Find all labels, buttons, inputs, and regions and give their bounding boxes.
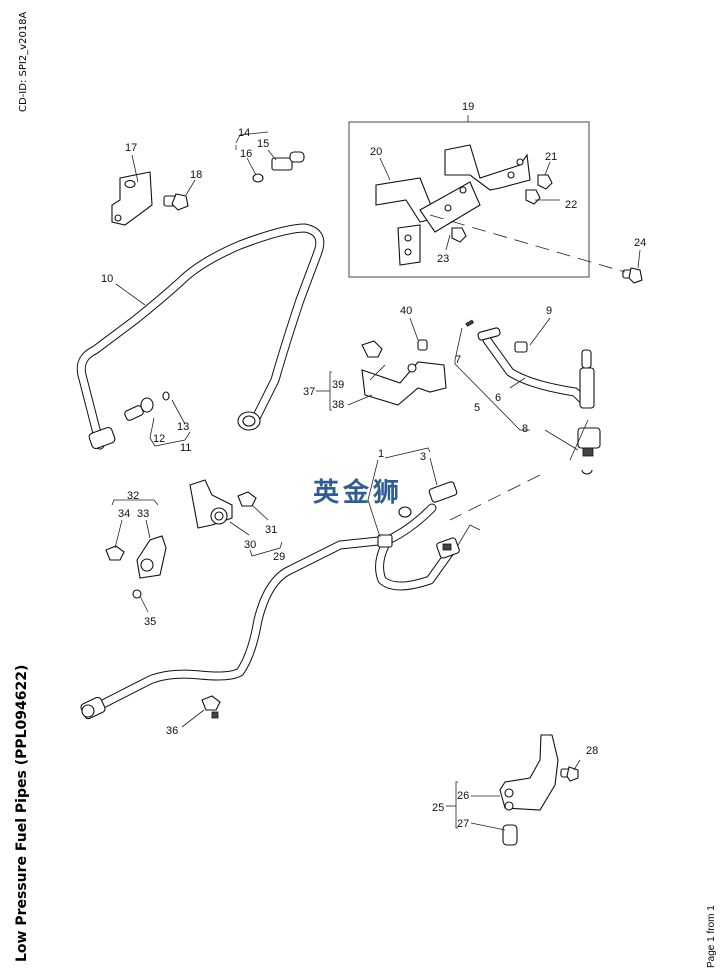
part-8-clip[interactable] [581, 469, 593, 475]
part-30-bracket[interactable] [189, 479, 233, 529]
callout-27: 27 [457, 818, 469, 830]
part-36-clip[interactable] [201, 695, 221, 719]
callout-labels: 19 20 21 22 23 24 17 18 14 15 16 10 12 1… [101, 101, 646, 830]
callout-37: 37 [303, 386, 315, 398]
callout-40: 40 [400, 305, 412, 317]
callout-19: 19 [462, 101, 474, 113]
callout-30: 30 [244, 539, 256, 551]
part-24-bolt[interactable] [622, 267, 643, 284]
part-1-fuel-pipe[interactable] [80, 481, 460, 720]
callout-34: 34 [118, 508, 130, 520]
callout-18: 18 [190, 169, 202, 181]
callout-32: 32 [127, 490, 139, 502]
part-26-bracket[interactable] [499, 734, 559, 811]
part-35-bolt[interactable] [132, 589, 142, 599]
leader-lines [111, 115, 641, 831]
part-13-clip[interactable] [162, 391, 170, 401]
part-6-pipe[interactable] [477, 327, 590, 407]
callout-6: 6 [495, 392, 501, 404]
callout-3: 3 [420, 451, 426, 463]
callout-28: 28 [586, 745, 598, 757]
part-19-kit-frame [348, 121, 590, 278]
part-15-connector[interactable] [271, 151, 305, 171]
callout-33: 33 [137, 508, 149, 520]
callout-5: 5 [474, 402, 480, 414]
callout-13: 13 [177, 421, 189, 433]
part-34-clip[interactable] [105, 545, 125, 561]
callout-7: 7 [455, 354, 461, 366]
part-9-bolt[interactable] [514, 341, 528, 353]
part-20-bracket-assembly[interactable] [375, 144, 531, 266]
part-33-bracket[interactable] [136, 535, 167, 579]
callout-22: 22 [565, 199, 577, 211]
callout-39: 39 [332, 379, 344, 391]
part-22-clip[interactable] [525, 189, 541, 205]
callout-1: 1 [378, 448, 384, 460]
callout-20: 20 [370, 146, 382, 158]
part-10-fuel-pipe[interactable] [76, 223, 325, 450]
callout-21: 21 [545, 151, 557, 163]
callout-23: 23 [437, 253, 449, 265]
callout-31: 31 [265, 524, 277, 536]
callout-16: 16 [240, 148, 252, 160]
part-39-clip[interactable] [361, 340, 383, 358]
callout-10: 10 [101, 273, 113, 285]
callout-29: 29 [273, 551, 285, 563]
watermark-logo: 英金狮 [313, 478, 404, 508]
part-12-connector[interactable] [124, 397, 154, 421]
part-40-bolt[interactable] [417, 339, 428, 351]
callout-14: 14 [238, 127, 250, 139]
part-38-bracket[interactable] [361, 361, 447, 406]
callout-38: 38 [332, 399, 344, 411]
part-18-bolt[interactable] [163, 193, 189, 211]
fuel-filter-fitting[interactable] [577, 349, 601, 457]
callout-25: 25 [432, 802, 444, 814]
callout-36: 36 [166, 725, 178, 737]
callout-15: 15 [257, 138, 269, 150]
part-21-clip[interactable] [537, 174, 553, 190]
callout-8: 8 [522, 423, 528, 435]
callout-9: 9 [546, 305, 552, 317]
callout-24: 24 [634, 237, 646, 249]
callout-12: 12 [153, 433, 165, 445]
part-28-bolt[interactable] [560, 766, 579, 782]
part-23-clip[interactable] [451, 227, 467, 243]
part-17-bracket[interactable] [111, 171, 153, 226]
part-31-clip[interactable] [237, 491, 257, 507]
part-27-bush[interactable] [502, 824, 518, 846]
part-16-o-ring[interactable] [252, 173, 264, 183]
callout-11: 11 [180, 442, 191, 454]
callout-17: 17 [125, 142, 137, 154]
callout-35: 35 [144, 616, 156, 628]
callout-26: 26 [457, 790, 469, 802]
part-7-clip[interactable] [465, 319, 475, 327]
